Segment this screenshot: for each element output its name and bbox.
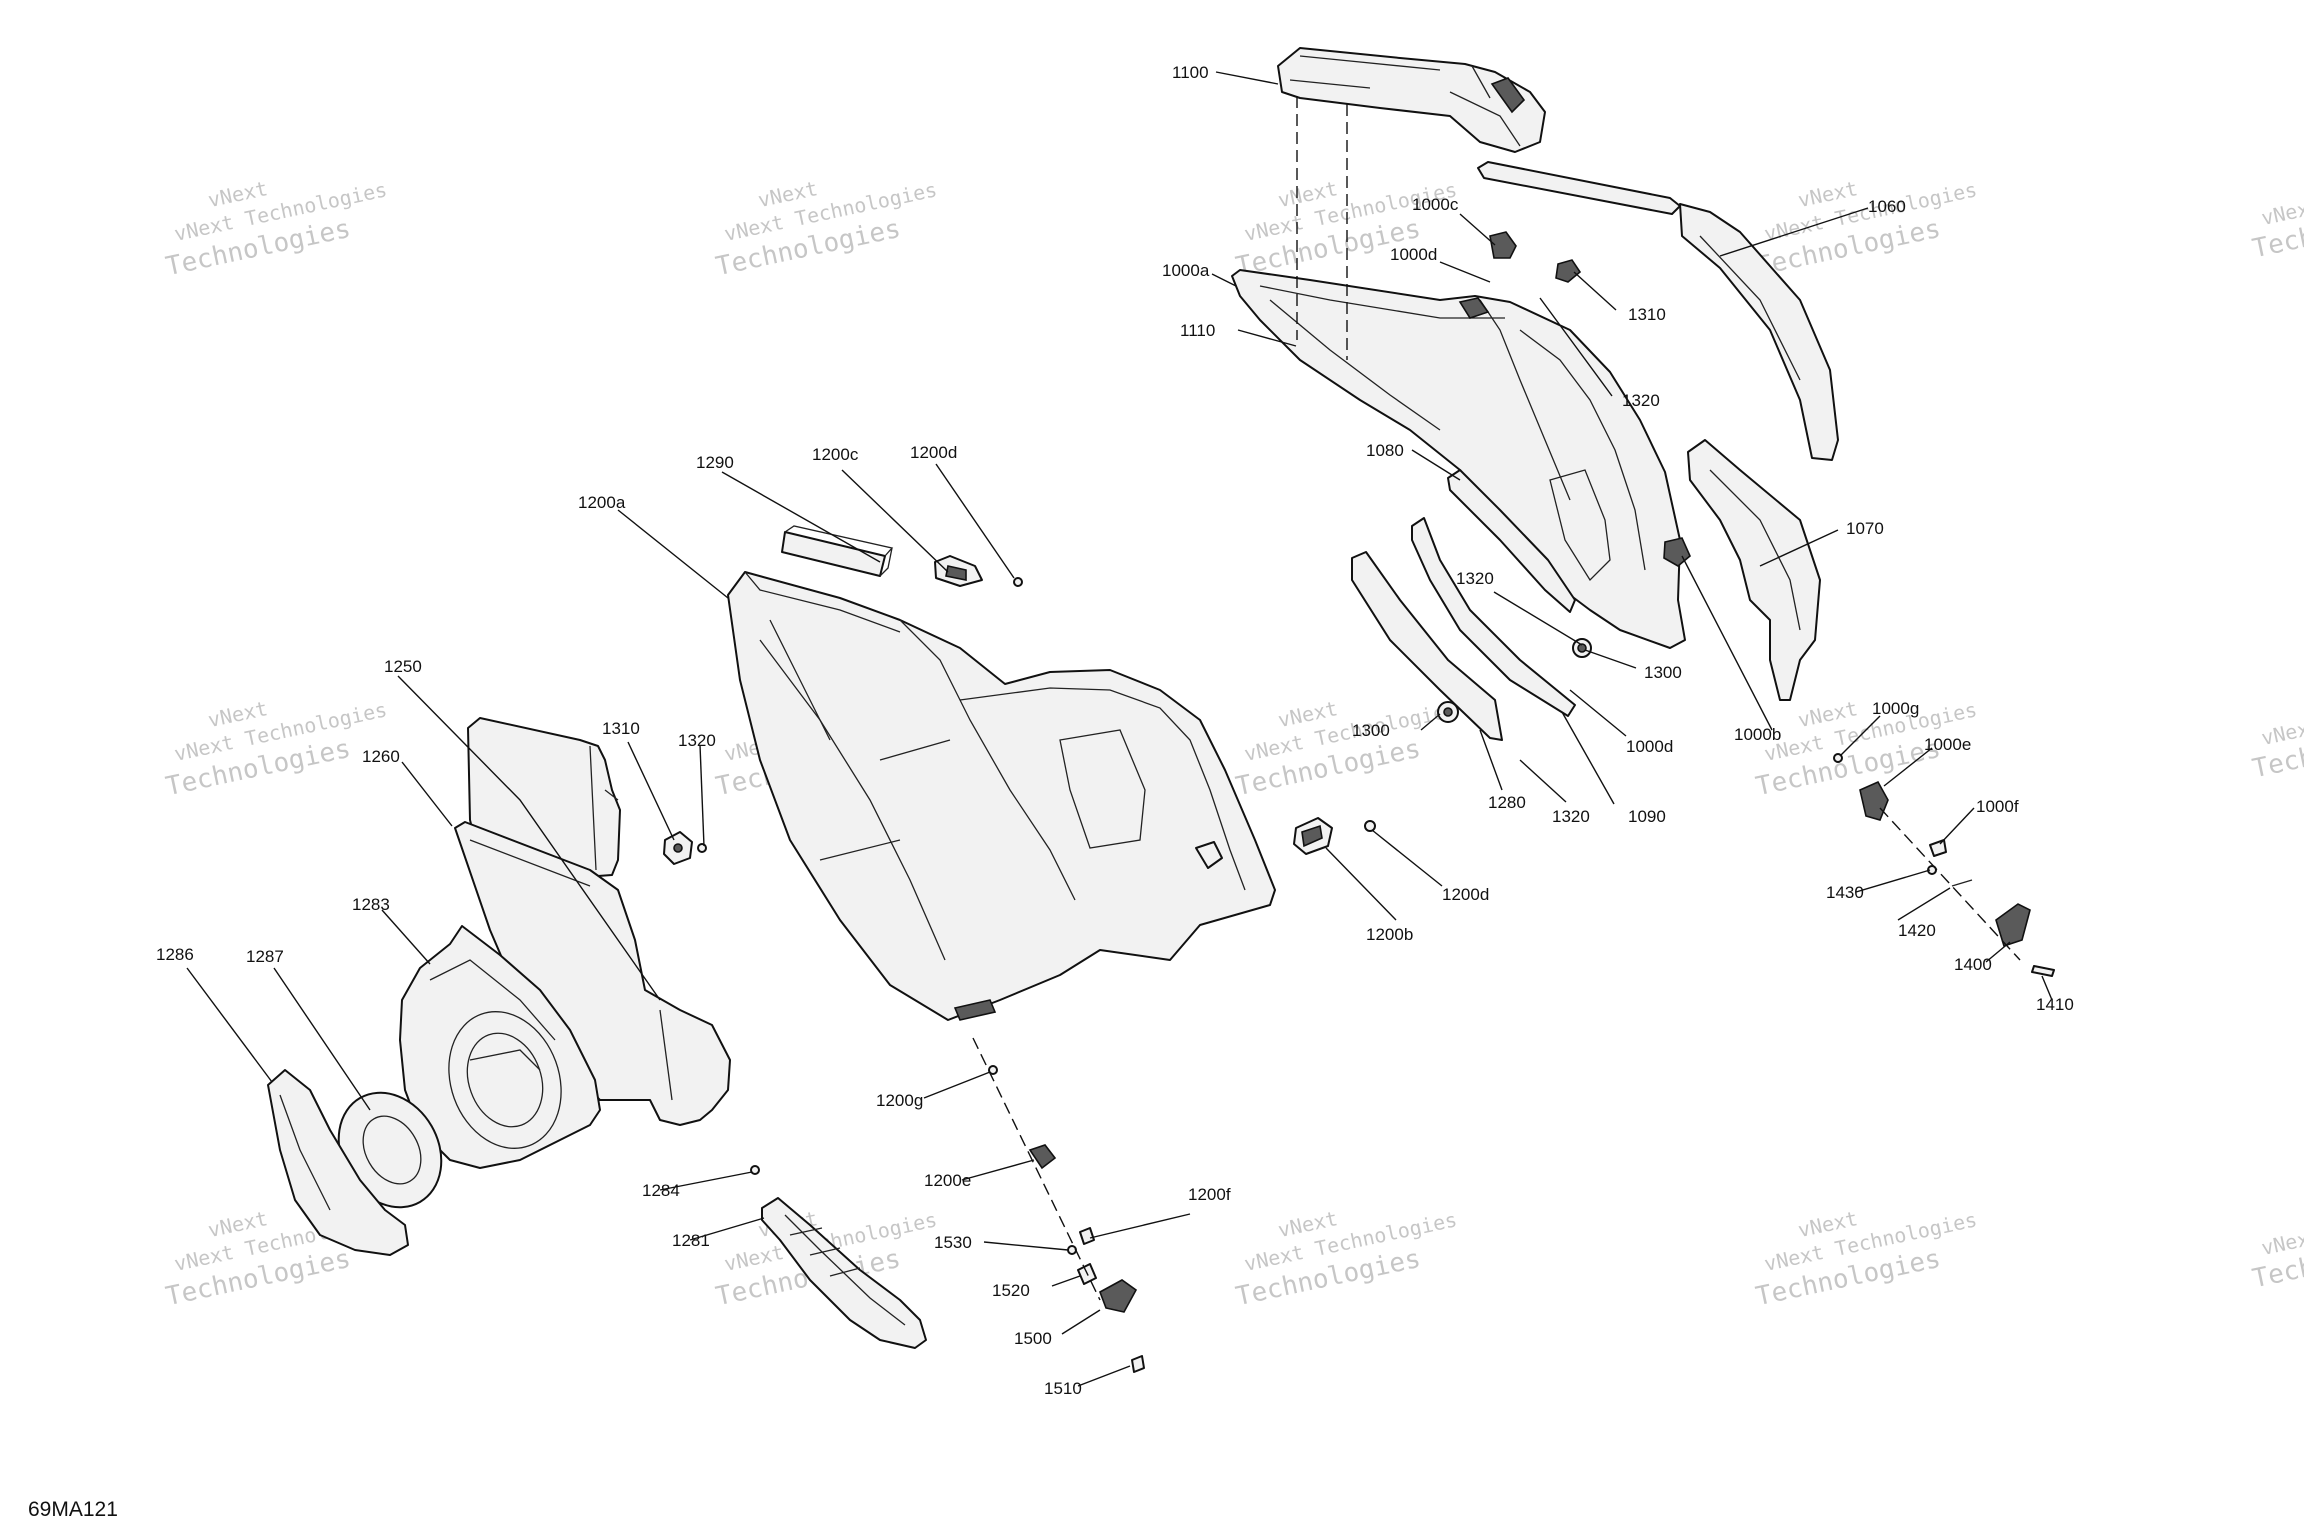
callout-1287: 1287	[246, 947, 284, 966]
callout-1060: 1060	[1868, 197, 1906, 216]
watermark: vNext vNext Technologies Technologies	[1753, 176, 1979, 282]
callout-1200e: 1200e	[924, 1171, 971, 1190]
callout-1200c: 1200c	[812, 445, 859, 464]
callout-1200d: 1200d	[910, 443, 957, 462]
callout-1090: 1090	[1628, 807, 1666, 826]
part-1100-cover	[1277, 47, 1546, 153]
part-1090-strip	[1411, 517, 1576, 717]
watermark: vNext vNext Technologies Technologies	[713, 176, 939, 282]
part-1310-clip	[1555, 259, 1582, 283]
part-1200a-cover	[727, 571, 1276, 1021]
part-1200d-washer	[1364, 820, 1376, 832]
callout-1280: 1280	[1488, 793, 1526, 812]
callout-1000d: 1000d	[1390, 245, 1437, 264]
callout-1000f: 1000f	[1976, 797, 2019, 816]
watermark: vNext Technologies Technologies	[2250, 681, 2304, 784]
callout-1200b: 1200b	[1366, 925, 1413, 944]
part-1300-grommet	[1437, 701, 1459, 723]
callout-1290: 1290	[696, 453, 734, 472]
watermark: vNext vNext Technologies Technologies	[163, 176, 389, 282]
callout-1200a: 1200a	[578, 493, 626, 512]
svg-text:vNext Technologies: vNext Technologies	[2259, 681, 2304, 750]
callout-1284: 1284	[642, 1181, 680, 1200]
watermark: vNext vNext Technologies Technologies	[1753, 1206, 1979, 1312]
part-1320-washer-left	[697, 843, 707, 853]
callout-1410: 1410	[2036, 995, 2074, 1014]
part-1287-ring	[337, 1091, 443, 1209]
callout-1300: 1300	[1352, 721, 1390, 740]
part-1200d-washer-top	[1013, 577, 1023, 587]
watermark: vNext vNext Technologies Technologies	[1233, 1206, 1459, 1312]
part-1280-strip	[1351, 551, 1503, 741]
watermark: vNext Technologies Technologies	[2250, 161, 2304, 264]
callout-1110: 1110	[1180, 321, 1215, 340]
part-1290-bar	[781, 525, 894, 577]
callout-1000b: 1000b	[1734, 725, 1781, 744]
watermark: vNext Technologies Technologies	[2250, 1191, 2304, 1294]
callout-1070: 1070	[1846, 519, 1884, 538]
part-1200c-clip	[934, 555, 983, 587]
callout-1310: 1310	[1628, 305, 1666, 324]
callout-1520: 1520	[992, 1281, 1030, 1300]
callout-1000a: 1000a	[1162, 261, 1210, 280]
callout-1100: 1100	[1172, 63, 1209, 82]
parts	[267, 47, 2055, 1373]
callout-1286: 1286	[156, 945, 194, 964]
part-1000a-body	[1231, 269, 1686, 649]
callout-1000e: 1000e	[1924, 735, 1971, 754]
callout-1200g: 1200g	[876, 1091, 923, 1110]
callout-1430: 1430	[1826, 883, 1864, 902]
callout-1510: 1510	[1044, 1379, 1082, 1398]
callout-labels: 1100 1060 1000c 1000d 1000a 1310 1110 13…	[156, 63, 2074, 1398]
callout-1200d: 1200d	[1442, 885, 1489, 904]
callout-1530: 1530	[934, 1233, 972, 1252]
callout-1260: 1260	[362, 747, 400, 766]
callout-1281: 1281	[672, 1231, 710, 1250]
part-1300-grommet-right	[1572, 638, 1592, 658]
part-1283-housing	[399, 925, 601, 1169]
callout-1080: 1080	[1366, 441, 1404, 460]
part-1000c-clip	[1489, 231, 1517, 259]
callout-1320: 1320	[1552, 807, 1590, 826]
watermark: vNext vNext Technologies Technologies	[163, 696, 389, 802]
svg-text:vNext Technologies: vNext Technologies	[2259, 161, 2304, 230]
callout-1300: 1300	[1644, 663, 1682, 682]
part-1310-clip-left	[663, 831, 693, 865]
callout-1420: 1420	[1898, 921, 1936, 940]
callout-1000c: 1000c	[1412, 195, 1459, 214]
callout-1320: 1320	[678, 731, 716, 750]
callout-1320: 1320	[1456, 569, 1494, 588]
watermark: vNext vNext Technologies Technologies	[1233, 696, 1459, 802]
figure-id: 69MA121	[28, 1498, 118, 1521]
part-1070-panel	[1687, 439, 1821, 701]
callout-1250: 1250	[384, 657, 422, 676]
callout-1200f: 1200f	[1188, 1185, 1231, 1204]
hardware-stack-middle	[750, 1065, 1145, 1373]
hardware-stack-right	[1833, 753, 2055, 977]
callout-1320: 1320	[1622, 391, 1660, 410]
callout-1283: 1283	[352, 895, 390, 914]
svg-text:vNext Technologies: vNext Technologies	[2259, 1191, 2304, 1260]
assembly-lines	[972, 96, 2021, 1301]
callout-1000g: 1000g	[1872, 699, 1919, 718]
part-1080-strip	[1447, 469, 1576, 613]
leader-lines	[186, 71, 2053, 1387]
part-1200b-clip	[1293, 817, 1333, 855]
part-1286-duct	[267, 1069, 409, 1256]
part-1281-grille	[761, 1197, 927, 1349]
part-1060-strip	[1477, 161, 1839, 461]
callout-1000d: 1000d	[1626, 737, 1673, 756]
callout-1500: 1500	[1014, 1329, 1052, 1348]
callout-1310: 1310	[602, 719, 640, 738]
callout-1400: 1400	[1954, 955, 1992, 974]
